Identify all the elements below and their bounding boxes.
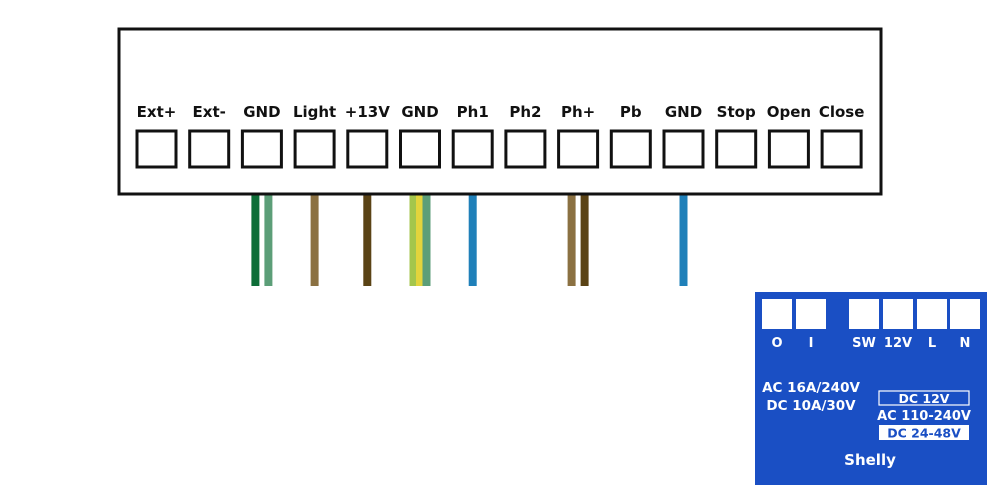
terminal-box (135, 129, 178, 169)
wire (310, 151, 319, 286)
terminal-label: Pb (620, 103, 642, 121)
shelly-supply-dc24: DC 24-48V (887, 426, 961, 441)
wire (416, 151, 424, 286)
terminal-box (767, 129, 810, 169)
terminal-label: GND (243, 103, 280, 121)
wire (468, 151, 477, 286)
wire (422, 151, 431, 286)
terminal-box (399, 129, 441, 169)
shelly-terminal-box (917, 299, 947, 329)
wire (363, 151, 372, 286)
shelly-terminal-label: L (928, 336, 936, 351)
terminal-box (609, 129, 652, 169)
wire (264, 151, 273, 286)
shelly-terminal-label: SW (852, 336, 876, 351)
wire (409, 151, 418, 286)
terminal-label: Open (767, 103, 811, 121)
shelly-terminal-label: I (809, 336, 814, 351)
terminal-label: Close (819, 103, 865, 121)
terminal-label: GND (401, 103, 438, 121)
terminal-box (504, 129, 547, 169)
terminal-label: Ph+ (561, 103, 595, 121)
terminal-label: Ph2 (509, 103, 541, 121)
shelly-rating-dc: DC 10A/30V (766, 398, 856, 414)
terminal-label: Ext- (193, 103, 226, 121)
shelly-terminals: O I SW 12V L N (762, 299, 980, 351)
shelly-terminal-box (796, 299, 826, 329)
supply-dc24-highlight (879, 425, 969, 440)
shelly-brand: Shelly (844, 451, 896, 469)
terminal-box (240, 129, 283, 169)
shelly-supply-ac: AC 110-240V (877, 409, 971, 424)
shelly-terminal-label: 12V (884, 336, 912, 351)
terminal-label: Ph1 (457, 103, 489, 121)
terminal-box (293, 129, 336, 169)
terminal-label: +13V (345, 103, 390, 121)
terminal-label: Ext+ (137, 103, 177, 121)
supply-dc12-frame (878, 390, 970, 406)
wires-group (251, 151, 688, 286)
wire (567, 151, 576, 286)
shelly-terminal-box (762, 299, 792, 329)
shelly-terminal-label: O (771, 336, 782, 351)
terminal-box (820, 129, 863, 169)
terminal-box (715, 129, 758, 169)
terminal-label: Light (293, 103, 336, 121)
terminal-box (451, 129, 494, 169)
shelly-terminal-box (950, 299, 980, 329)
terminal-box (346, 129, 389, 169)
controller-terminals: Ext+ Ext- GND Light +13V GND Ph1 Ph2 Ph+ Pb GND Sto… (135, 103, 865, 169)
terminal-label: GND (665, 103, 702, 121)
wire (251, 151, 260, 286)
terminal-box (662, 129, 705, 169)
shelly-supply-dc12: DC 12V (899, 391, 950, 406)
shelly-terminal-box (883, 299, 913, 329)
wire (580, 151, 589, 286)
terminal-box (557, 129, 600, 169)
terminal-label: Stop (717, 103, 756, 121)
shelly-terminal-box (849, 299, 879, 329)
terminal-box (188, 129, 231, 169)
wire (679, 151, 688, 286)
shelly-terminal-label: N (960, 336, 971, 351)
shelly-rating-ac: AC 16A/240V (762, 380, 860, 396)
